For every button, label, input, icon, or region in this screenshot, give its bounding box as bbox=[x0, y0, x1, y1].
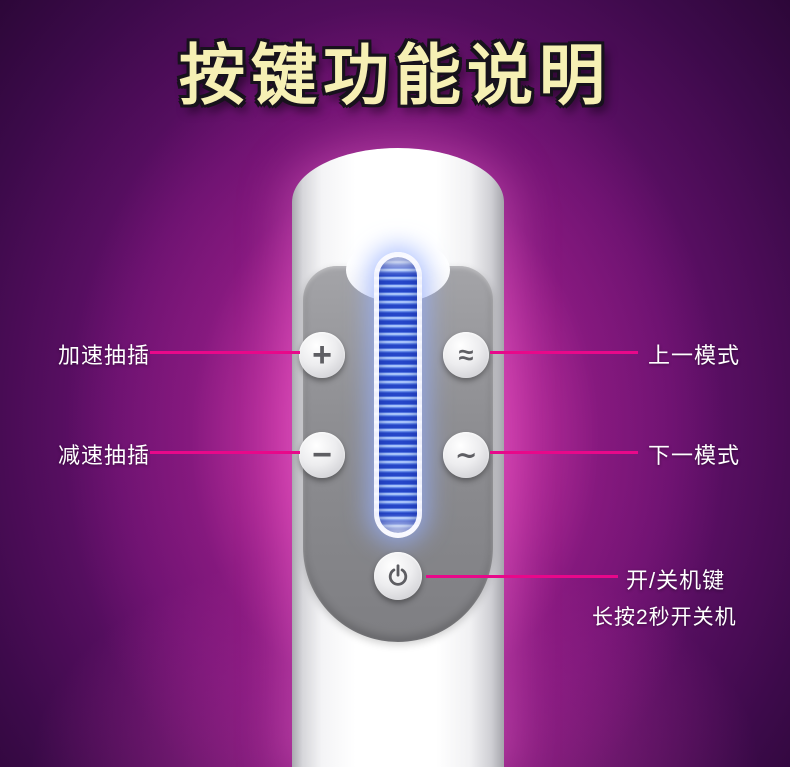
label-accelerate: 加速抽插 bbox=[58, 343, 151, 368]
led-strip bbox=[374, 252, 422, 538]
power-button[interactable] bbox=[374, 552, 422, 600]
callout-line-prev-mode bbox=[490, 351, 638, 354]
callout-line-accelerate bbox=[150, 351, 300, 354]
label-next-mode: 下一模式 bbox=[648, 443, 741, 468]
speed-up-button[interactable]: + bbox=[299, 332, 345, 378]
page-title: 按键功能说明 bbox=[179, 38, 611, 112]
label-decelerate: 减速抽插 bbox=[58, 443, 151, 468]
prev-mode-button[interactable]: ≈ bbox=[443, 332, 489, 378]
power-icon bbox=[388, 564, 408, 586]
callout-line-next-mode bbox=[490, 451, 638, 454]
label-prev-mode: 上一模式 bbox=[648, 343, 741, 368]
callout-line-power bbox=[426, 575, 618, 578]
label-power-note: 长按2秒开关机 bbox=[592, 606, 737, 629]
next-mode-button[interactable]: ∼ bbox=[443, 432, 489, 478]
speed-down-button[interactable]: − bbox=[299, 432, 345, 478]
label-power: 开/关机键 bbox=[626, 568, 726, 593]
callout-line-decelerate bbox=[150, 451, 300, 454]
